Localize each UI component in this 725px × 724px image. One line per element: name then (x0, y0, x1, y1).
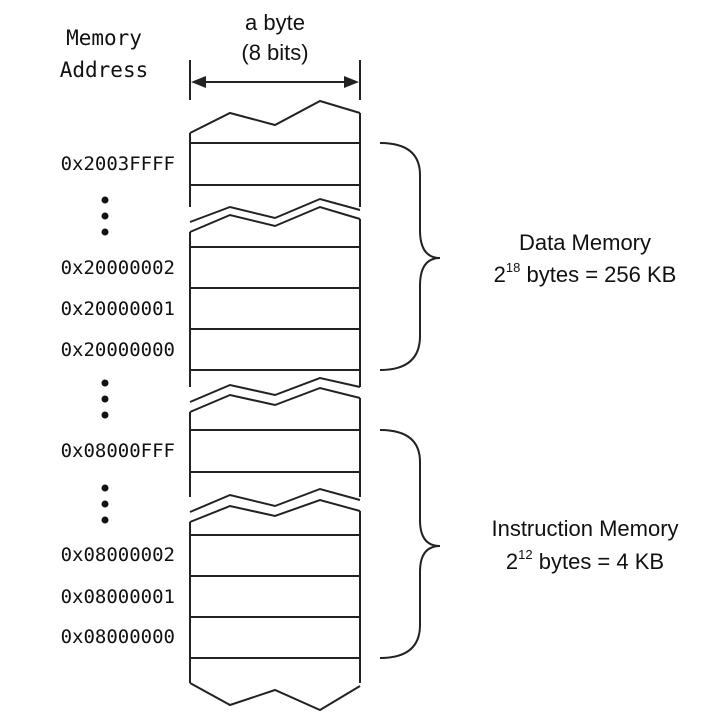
address-label: 0x08000002 (61, 544, 175, 566)
memory-address-label-line2: Address (60, 58, 149, 82)
instruction-memory-size: 212 bytes = 4 KB (506, 547, 664, 574)
instruction-memory-label: Instruction Memory (491, 516, 678, 541)
instruction-memory-brace (379, 429, 441, 659)
data-memory-label: Data Memory (519, 230, 651, 255)
break-edge-2b (189, 386, 361, 413)
address-label: 0x20000002 (61, 257, 175, 279)
break-edge-1b (189, 205, 361, 233)
byte-label-line2: (8 bits) (241, 40, 308, 65)
data-memory-brace (379, 142, 441, 371)
address-label: 0x20000000 (61, 339, 175, 361)
address-label: 0x08000FFF (61, 440, 175, 462)
memory-column (189, 99, 361, 712)
break-edge-3b (189, 498, 361, 523)
ellipsis-dots (101, 196, 109, 524)
address-label: 0x2003FFFF (61, 153, 175, 175)
data-memory-size: 218 bytes = 256 KB (494, 260, 677, 287)
instruction-memory-size-exponent: 12 (518, 547, 532, 562)
byte-width-dimension (189, 60, 361, 100)
memory-address-label-line1: Memory (66, 26, 142, 50)
data-memory-size-rest: bytes = 256 KB (520, 262, 676, 287)
break-edge-2a (189, 376, 361, 403)
address-label: 0x20000001 (61, 298, 175, 320)
address-label: 0x08000001 (61, 586, 175, 608)
instruction-memory-size-rest: bytes = 4 KB (533, 549, 664, 574)
data-memory-size-base: 2 (494, 262, 506, 287)
bottom-break-edge (189, 682, 361, 712)
byte-label-line1: a byte (245, 10, 305, 35)
break-edge-3a (189, 487, 361, 513)
data-memory-size-exponent: 18 (506, 260, 520, 275)
instruction-memory-size-base: 2 (506, 549, 518, 574)
break-edge-1a (189, 197, 361, 223)
address-label: 0x08000000 (61, 626, 175, 648)
top-break-edge (189, 99, 361, 134)
